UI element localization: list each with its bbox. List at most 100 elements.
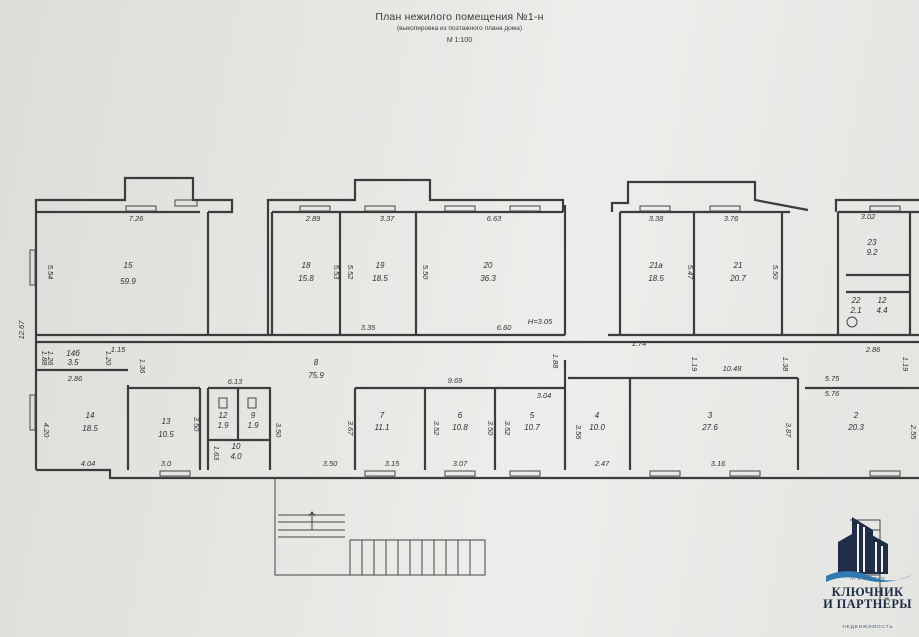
room-area: 75.9	[308, 371, 324, 380]
dimension: 5.50	[421, 265, 430, 280]
dimension: 5.75	[825, 374, 840, 383]
logo-line-1: КЛЮЧНИК	[831, 585, 904, 599]
dimension: 10.48	[723, 364, 743, 373]
dimension: 6.60	[497, 323, 512, 332]
dimension: 5.52	[346, 265, 355, 280]
room-area: 10.8	[452, 423, 468, 432]
room-number: 12	[219, 411, 228, 420]
dimension: 5.53	[332, 265, 341, 280]
room-number: 18	[302, 261, 311, 270]
room-number: 6	[458, 411, 463, 420]
room-area: 4.0	[230, 452, 242, 461]
dimension: 3.50	[274, 423, 283, 438]
dimension: 3.0	[161, 459, 172, 468]
plan-scale: М 1:100	[446, 37, 473, 44]
dimension: 3.76	[724, 214, 739, 223]
room-number: 23	[867, 238, 877, 247]
room-number: 14б	[66, 349, 80, 358]
room-area: 9.2	[866, 248, 878, 257]
room-number: 15	[124, 261, 133, 270]
room-number: 7	[380, 411, 385, 420]
room-area: 15.8	[298, 274, 314, 283]
dimension: 3.02	[861, 212, 876, 221]
dimension: 6.63	[487, 214, 502, 223]
dimension: 4.04	[81, 459, 96, 468]
dimension: 3.35	[361, 323, 376, 332]
dimension: 3.52	[503, 421, 512, 436]
dimension: 1.20	[104, 351, 113, 366]
room-number: 9	[251, 411, 256, 420]
room-area: 1.9	[217, 421, 229, 430]
dimension: 2.86	[67, 374, 83, 383]
logo-tagline-top: АГЕНТСТВО	[850, 576, 886, 581]
room-number: 5	[530, 411, 535, 420]
dimension: 3.50	[192, 417, 201, 432]
dimension: 3.07	[453, 459, 468, 468]
room-area: 18.5	[82, 424, 98, 433]
room-area: 36.3	[480, 274, 496, 283]
dimension: 7.26	[129, 214, 144, 223]
room-number: 14	[86, 411, 95, 420]
dimension: 1.88	[40, 351, 49, 366]
dimension: 2.55	[909, 424, 918, 440]
dimension: 1.36	[138, 359, 147, 374]
dimension: 3.50	[323, 459, 338, 468]
room-area: 3.5	[67, 358, 79, 367]
dimension: 3.67	[346, 421, 355, 436]
room-area: 10.5	[158, 430, 174, 439]
dimension: 3.50	[486, 421, 495, 436]
dimension: 9.69	[448, 376, 463, 385]
plan-title: План нежилого помещения №1-н	[375, 11, 544, 23]
room-labels: 15 59.9 18 15.8 19 18.5 20 36.3 21a 18.5…	[66, 238, 888, 461]
logo-tagline-bottom: НЕДВИЖИМОСТЬ	[842, 624, 894, 629]
outer-walls	[34, 176, 919, 480]
dimension: 3.52	[432, 421, 441, 436]
dimension: 1.19	[690, 357, 699, 372]
dimension: 1.63	[212, 446, 221, 461]
room-area: 18.5	[648, 274, 664, 283]
room-number: 21a	[648, 261, 663, 270]
dimension: 12.67	[17, 320, 26, 340]
dimension: 1.74	[632, 339, 647, 348]
logo-line-2: И ПАРТНЁРЫ	[823, 597, 912, 611]
plan-subtitle: (выкопировка из поэтажного плана дома)	[396, 25, 523, 32]
room-area: 10.7	[524, 423, 540, 432]
room-number: 22	[851, 296, 861, 305]
dimension: 3.04	[537, 391, 552, 400]
room-area: 1.9	[247, 421, 259, 430]
room-area: 10.0	[589, 423, 605, 432]
dimension: 5.76	[825, 389, 840, 398]
dimension: 3.56	[574, 425, 583, 440]
dimension: 5.50	[771, 265, 780, 280]
entrance-stairs	[274, 478, 881, 600]
dimension: 6.13	[228, 377, 243, 386]
room-number: 8	[314, 358, 319, 367]
dimension: 3.37	[380, 214, 395, 223]
dimension: 3.16	[711, 459, 726, 468]
room-number: 2	[853, 411, 859, 420]
dimension: 2.89	[305, 214, 321, 223]
agency-logo-icon	[826, 517, 914, 582]
room-number: 19	[376, 261, 385, 270]
windows	[29, 199, 901, 477]
room-area: 4.4	[876, 306, 888, 315]
room-area: 11.1	[375, 423, 390, 432]
dimension: 1.38	[781, 357, 790, 372]
room-number: 12	[878, 296, 887, 305]
dimension-labels: 7.26 2.89 3.37 6.63 3.38 3.76 3.02 5.54 …	[17, 212, 918, 468]
dimension: 5.47	[686, 265, 695, 280]
room-number: 10	[232, 442, 241, 451]
room-number: 13	[162, 417, 171, 426]
dimension: H=3.05	[528, 317, 553, 326]
room-number: 3	[708, 411, 713, 420]
dimension: 2.86	[865, 345, 881, 354]
dimension: 1.88	[551, 354, 560, 369]
dimension: 3.15	[385, 459, 400, 468]
toilets	[218, 316, 858, 409]
room-number: 20	[483, 261, 493, 270]
room-area: 27.6	[701, 423, 718, 432]
dimension: 1.15	[111, 345, 126, 354]
dimension: 1.26	[46, 351, 55, 366]
room-area: 2.1	[849, 306, 861, 315]
